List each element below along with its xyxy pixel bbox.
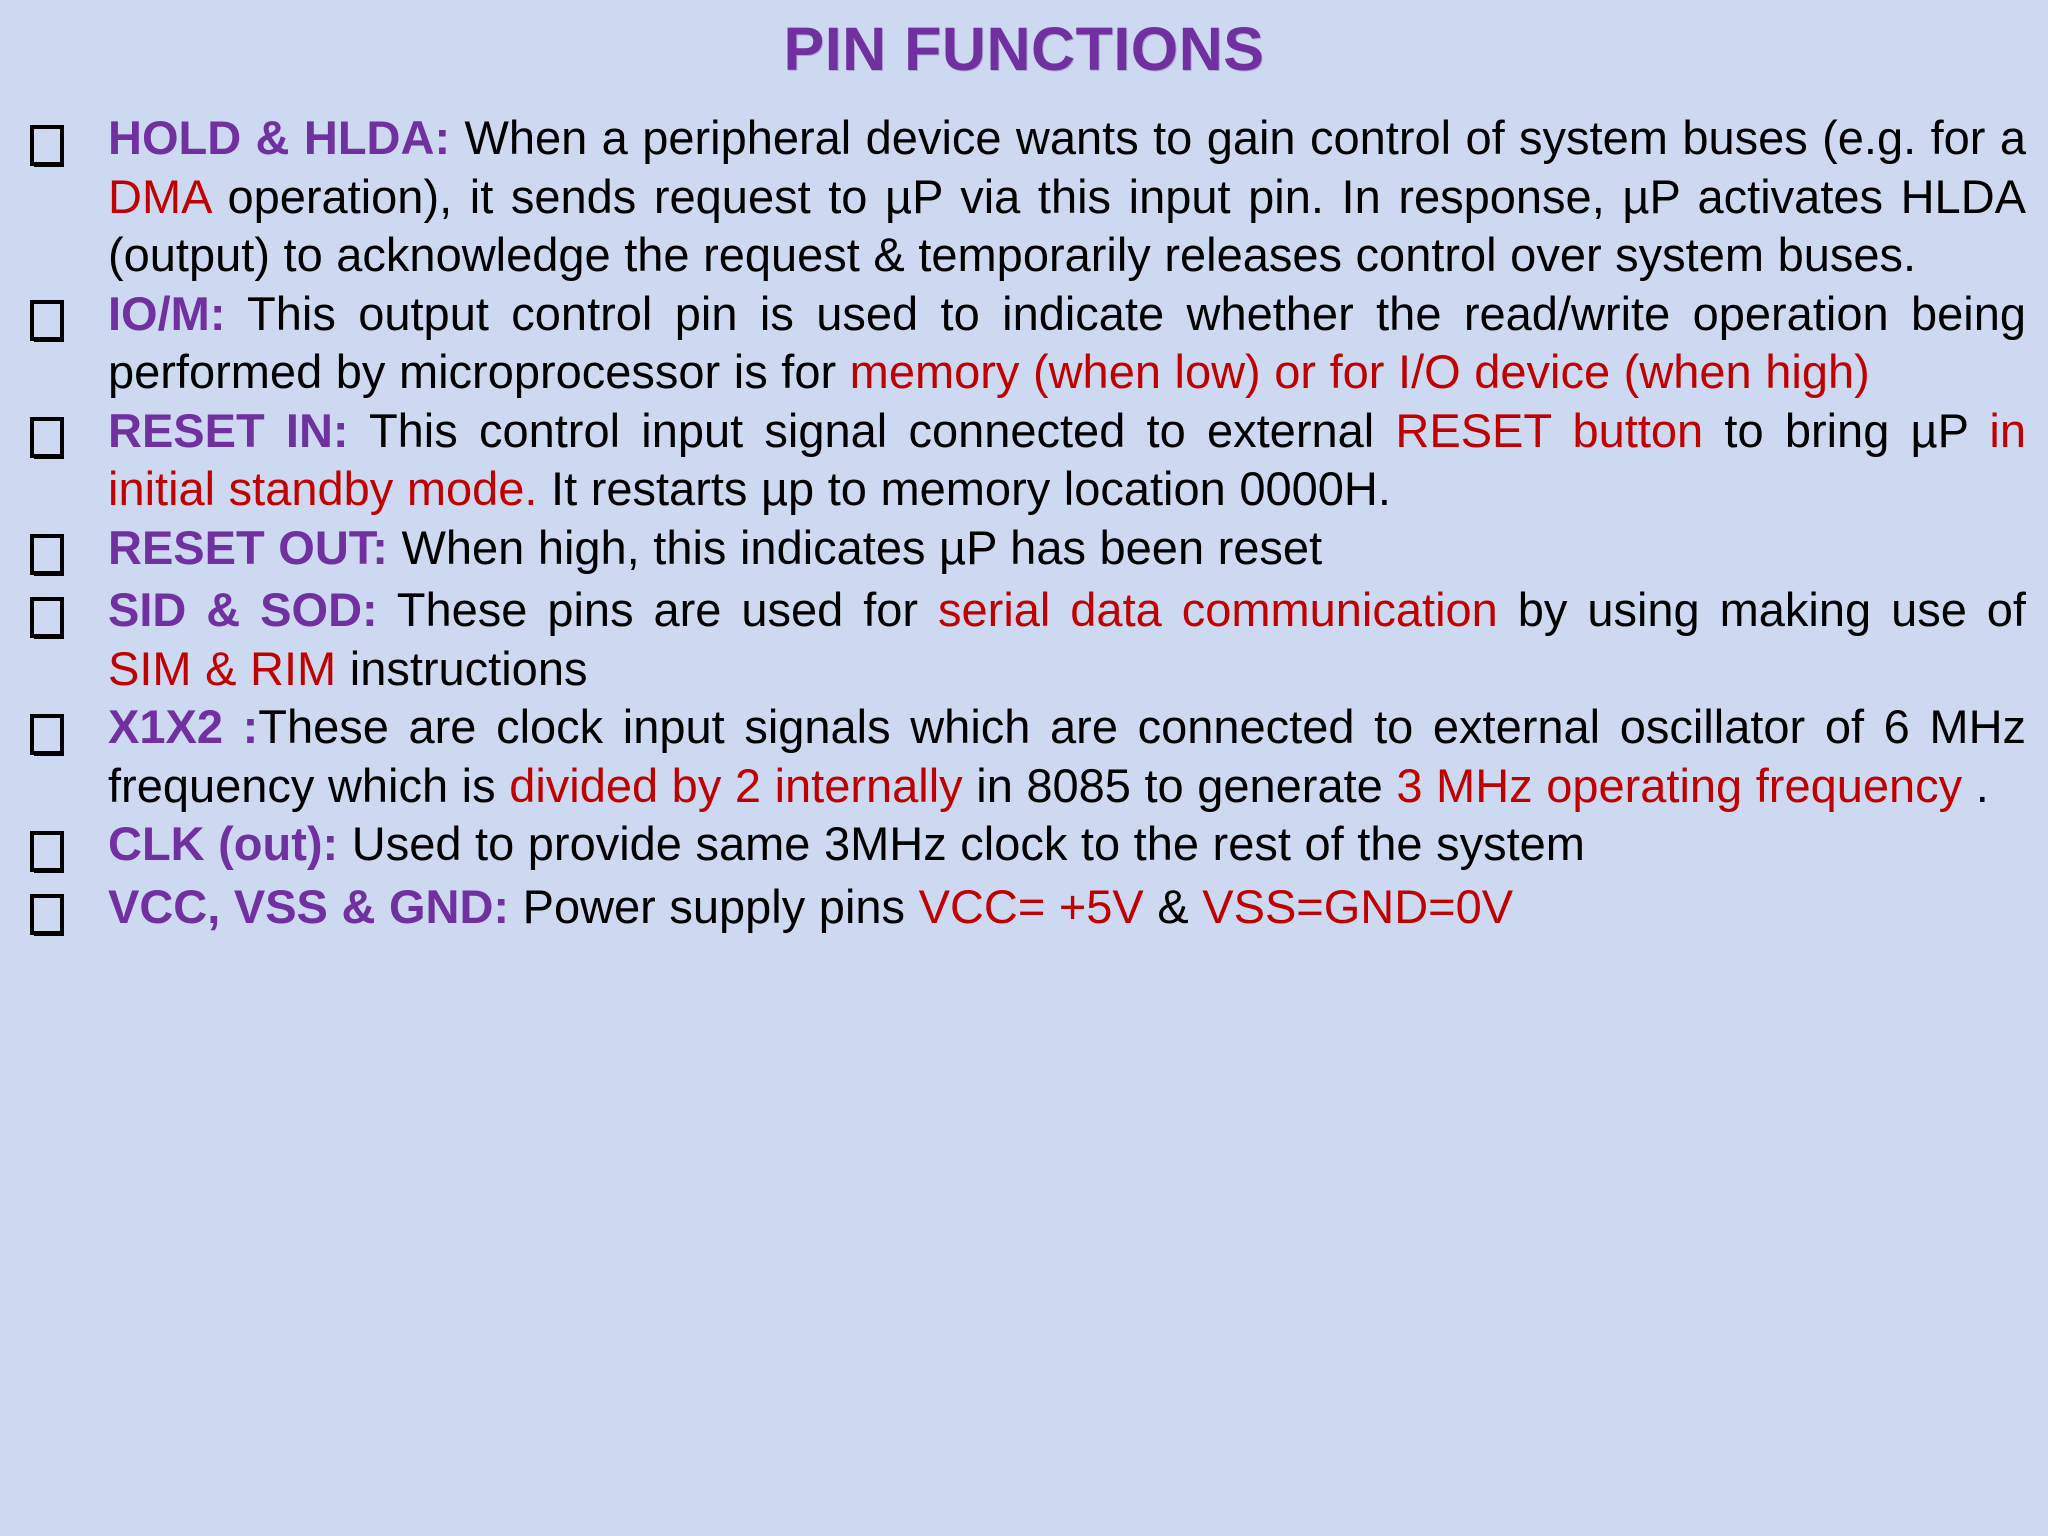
bullet-label-reset-in: RESET IN: — [108, 403, 349, 457]
page-title: PIN FUNCTIONS — [783, 15, 1265, 83]
hollow-square-bullet-icon — [30, 519, 108, 582]
bullet-item-reset-in: RESET IN: This control input signal conn… — [30, 402, 2026, 519]
bullet-segment: VCC= +5V — [918, 880, 1144, 934]
bullet-item-io-m: IO/M: This output control pin is used to… — [30, 285, 2026, 402]
bullet-label-io-m: IO/M: — [108, 286, 226, 340]
square-glyph — [30, 124, 64, 167]
bullet-segment: instructions — [336, 641, 588, 695]
bullet-item-hold-hlda: HOLD & HLDA: When a peripheral device wa… — [30, 109, 2026, 285]
bullet-text-io-m: IO/M: This output control pin is used to… — [108, 285, 2026, 402]
bullet-text-clk-out: CLK (out): Used to provide same 3MHz clo… — [108, 815, 2026, 874]
square-glyph — [30, 893, 64, 936]
bullet-text-x1x2: X1X2 :These are clock input signals whic… — [108, 698, 2026, 815]
bullet-segment: This control input signal connected to e… — [348, 403, 1396, 457]
bullet-label-reset-out: RESET OUT: — [108, 520, 388, 574]
square-glyph — [30, 300, 64, 343]
bullet-text-sid-sod: SID & SOD: These pins are used for seria… — [108, 581, 2026, 698]
bullet-segment: serial data communication — [938, 583, 1498, 637]
hollow-square-bullet-icon — [30, 109, 108, 172]
bullet-segment: Used to provide same 3MHz clock to the r… — [338, 817, 1585, 871]
bullet-segment: When a peripheral device wants to gain c… — [450, 111, 2027, 165]
bullet-item-sid-sod: SID & SOD: These pins are used for seria… — [30, 581, 2026, 698]
square-glyph — [30, 417, 64, 460]
bullet-segment: in initial standby mode. — [108, 403, 2026, 516]
bullet-item-x1x2: X1X2 :These are clock input signals whic… — [30, 698, 2026, 815]
bullet-text-reset-in: RESET IN: This control input signal conn… — [108, 402, 2026, 519]
bullet-segment: This output control pin is used to indic… — [108, 286, 2026, 399]
bullet-segment: to bring µP — [1703, 403, 1990, 457]
bullet-segment: operation), it sends request to µP via t… — [108, 169, 2026, 282]
square-glyph — [30, 534, 64, 577]
bullet-segment: It restarts µp to memory location 0000H. — [537, 462, 1391, 516]
square-glyph — [30, 596, 64, 639]
hollow-square-bullet-icon — [30, 698, 108, 761]
bullet-segment: . — [1962, 758, 1989, 812]
bullet-segment: in 8085 to generate — [962, 758, 1397, 812]
bullet-segment: These pins are used for — [377, 583, 939, 637]
bullet-item-vcc-vss-gnd: VCC, VSS & GND: Power supply pins VCC= +… — [30, 878, 2026, 941]
bullet-segment: & — [1143, 880, 1203, 934]
bullet-label-vcc-vss-gnd: VCC, VSS & GND: — [108, 880, 510, 934]
bullet-segment: 3 MHz operating frequency — [1396, 758, 1963, 812]
bullet-list: HOLD & HLDA: When a peripheral device wa… — [0, 109, 2048, 941]
bullet-text-vcc-vss-gnd: VCC, VSS & GND: Power supply pins VCC= +… — [108, 878, 2026, 937]
bullet-item-reset-out: RESET OUT: When high, this indicates µP … — [30, 519, 2026, 582]
bullet-label-hold-hlda: HOLD & HLDA: — [108, 111, 451, 165]
bullet-label-sid-sod: SID & SOD: — [108, 583, 378, 637]
hollow-square-bullet-icon — [30, 285, 108, 348]
hollow-square-bullet-icon — [30, 815, 108, 878]
bullet-label-clk-out: CLK (out): — [108, 817, 339, 871]
bullet-text-hold-hlda: HOLD & HLDA: When a peripheral device wa… — [108, 109, 2026, 285]
bullet-segment: When high, this indicates µP has been re… — [387, 520, 1323, 574]
bullet-segment: by using making use of — [1497, 583, 2026, 637]
bullet-segment: DMA — [108, 169, 210, 223]
bullet-segment: Power supply pins — [509, 880, 919, 934]
bullet-segment: SIM & RIM — [108, 641, 337, 695]
hollow-square-bullet-icon — [30, 581, 108, 644]
hollow-square-bullet-icon — [30, 878, 108, 941]
bullet-segment: VSS=GND=0V — [1202, 880, 1514, 934]
hollow-square-bullet-icon — [30, 402, 108, 465]
bullet-text-reset-out: RESET OUT: When high, this indicates µP … — [108, 519, 2026, 578]
bullet-segment: divided by 2 internally — [509, 758, 963, 812]
bullet-label-x1x2: X1X2 : — [108, 700, 259, 754]
bullet-segment: RESET button — [1395, 403, 1704, 457]
bullet-item-clk-out: CLK (out): Used to provide same 3MHz clo… — [30, 815, 2026, 878]
square-glyph — [30, 713, 64, 756]
square-glyph — [30, 830, 64, 873]
bullet-segment: These are clock input signals which are … — [108, 700, 2027, 812]
bullet-segment: memory (when low) or for I/O device (whe… — [849, 345, 1870, 399]
